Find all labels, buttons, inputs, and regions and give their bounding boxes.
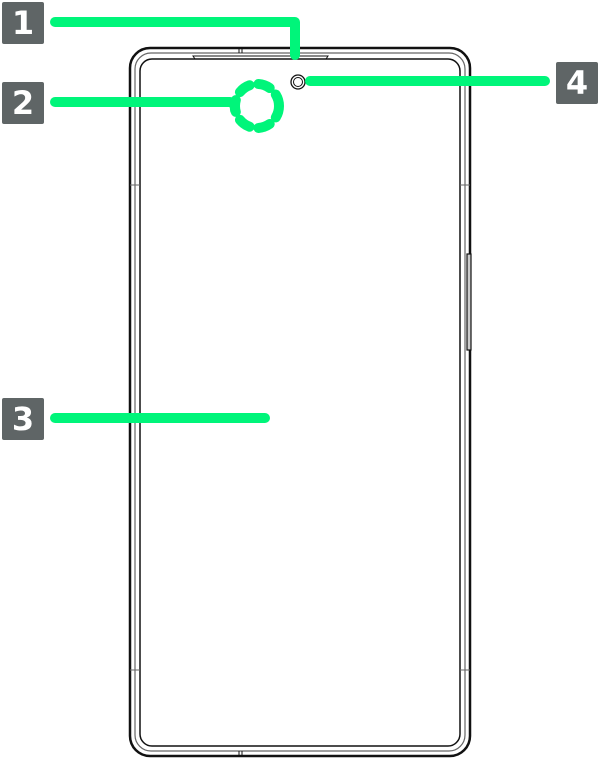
- leader-lines: [50, 17, 550, 423]
- callout-badge-1: 1: [2, 2, 44, 44]
- sensor-highlight: [230, 79, 284, 133]
- screen: [139, 58, 461, 747]
- leader-line-1: [50, 17, 300, 60]
- callout-badge-4: 4: [556, 62, 598, 104]
- leader-line-2: [50, 97, 240, 115]
- side-button: [466, 253, 472, 351]
- front-camera: [290, 74, 306, 90]
- callout-badge-2: 2: [2, 82, 44, 124]
- phone-body: [128, 46, 472, 758]
- callout-badge-3: 3: [2, 398, 44, 440]
- earpiece: [192, 55, 329, 60]
